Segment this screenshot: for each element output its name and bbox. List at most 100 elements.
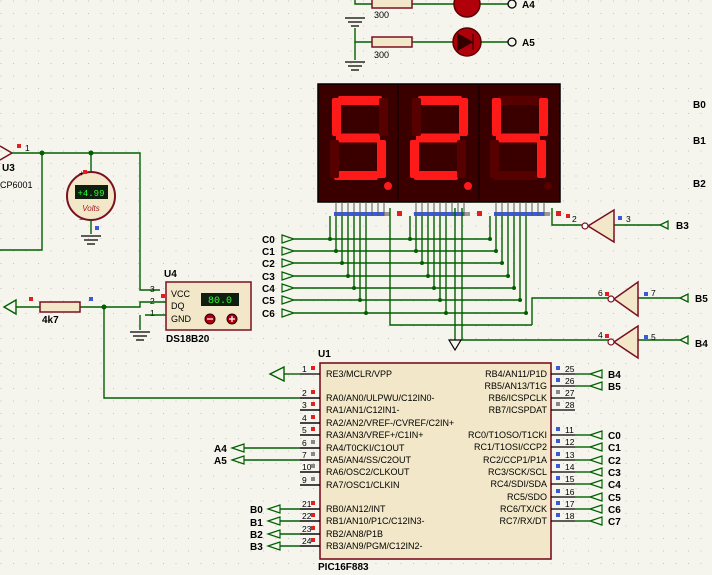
pullup-resistor[interactable]: 4k7 — [2, 297, 300, 399]
u1-left-pin-num: 6 — [302, 438, 307, 448]
inverter-b5[interactable]: 6 7 B5 — [531, 280, 708, 325]
inverter-b3-symbol — [586, 208, 615, 244]
net-label-b1: B1 — [250, 518, 263, 529]
digit1-segment-f — [332, 98, 341, 136]
net-label-a4: A4 — [214, 444, 227, 455]
segment-arrow-icon — [281, 283, 296, 293]
inverter-b4-out-pin: 4 — [598, 330, 603, 340]
u1-left-pin-num: 10 — [302, 462, 312, 472]
segment-arrow-icon — [281, 258, 296, 268]
u1-right-pin-name: RC5/SDO — [507, 492, 547, 502]
inverter-b3-out-pin: 2 — [572, 214, 577, 224]
u1-right-pin-num: 14 — [565, 462, 575, 472]
inverter-b3[interactable]: 2 3 B3 — [551, 208, 689, 244]
net-label-c7: C7 — [608, 517, 621, 528]
digit3-segment-c — [537, 140, 546, 178]
u1-left-pin-num: 4 — [302, 413, 307, 423]
segment-label-c3: C3 — [262, 272, 275, 283]
net-arrow-icon — [588, 467, 603, 477]
resistor-r-top2[interactable] — [371, 36, 413, 48]
u1-left-pin-num: 3 — [302, 400, 307, 410]
resistor-r-top1[interactable] — [371, 0, 413, 9]
net-label-a5: A5 — [214, 456, 227, 467]
net-label-b0: B0 — [250, 505, 263, 516]
net-arrow-icon — [588, 504, 603, 514]
digit1-segment-b — [379, 98, 388, 136]
segment-label-c1: C1 — [262, 247, 275, 258]
u1-right-pin-num: 16 — [565, 487, 575, 497]
net-arrow-icon — [588, 492, 603, 502]
segment-arrow-icon — [281, 308, 296, 318]
terminal-a5 — [507, 37, 517, 47]
u1-left-pin-name: RA1/AN1/C12IN1- — [326, 405, 400, 415]
net-arrow-icon — [588, 381, 603, 391]
resistor-top2-value: 300 — [374, 50, 389, 60]
diode-symbol-icon — [457, 32, 474, 52]
inverter-b3-in-pin: 3 — [626, 214, 631, 224]
u1-left-pin-name: RA4/T0CKI/C1OUT — [326, 443, 405, 453]
led-a5-label: A5 — [522, 38, 535, 49]
u3-part: CP6001 — [0, 180, 33, 190]
u4-readout: 80.0 — [208, 296, 232, 307]
u1-left-pin-num: 5 — [302, 425, 307, 435]
digit3-segment-g — [496, 133, 540, 143]
u1-right-pin-name: RC4/SDI/SDA — [490, 479, 547, 489]
u1-left-nets: A4 A5 B0 B1 B2 B3 — [214, 444, 263, 553]
edge-label-b1: B1 — [693, 136, 706, 147]
segment-arrow-icon — [281, 234, 296, 244]
u1-left-pin-num: 21 — [302, 499, 312, 509]
u4-ref: U4 — [164, 269, 177, 280]
digit3-segment-a — [498, 96, 542, 105]
segment-inputs[interactable]: C0 C1 C2 C3 C4 C5 C6 — [262, 216, 528, 320]
svg-text:+: + — [79, 169, 84, 178]
led-a5-branch[interactable]: 300 A5 — [345, 27, 535, 71]
u4-pin-vcc: VCC — [171, 289, 191, 299]
net-arrow-icon — [588, 479, 603, 489]
u1-right-pin-name: RB5/AN13/T1G — [484, 381, 547, 391]
u1-right-pin-num: 12 — [565, 437, 575, 447]
inverter-b4-label: B4 — [695, 339, 708, 350]
u3-ref: U3 — [2, 163, 15, 174]
net-arrow-icon — [588, 455, 603, 465]
digit1-segment-c — [377, 140, 386, 178]
bus-arrow-icon — [447, 339, 463, 352]
u1-ref: U1 — [318, 349, 331, 360]
u1-right-pin-name: RB4/AN11/P1D — [485, 369, 547, 379]
u1-right-pin-num: 15 — [565, 474, 575, 484]
net-arrow-icon — [588, 516, 603, 526]
inverter-b3-label: B3 — [676, 221, 689, 232]
u4-pin-num-2: 2 — [150, 296, 155, 306]
u3-component[interactable]: U3 CP6001 1 — [0, 143, 160, 291]
u4-sensor[interactable]: U4 VCC DQ GND 3 2 1 80.0 DS18B20 — [130, 269, 252, 345]
digit1-common-wire — [389, 208, 532, 326]
led-a4-branch[interactable]: 300 A4 — [345, 0, 535, 27]
segment-label-c2: C2 — [262, 259, 275, 270]
u1-right-pin-num: 25 — [565, 364, 575, 374]
segment-label-c4: C4 — [262, 284, 275, 295]
u1-right-pin-name: RC1/T1OSI/CCP2 — [474, 442, 547, 452]
seven-segment-display[interactable]: 5 2 4 — [317, 83, 561, 216]
voltmeter[interactable]: +4.99 Volts + − — [66, 169, 116, 245]
u1-right-pin-name: RC6/TX/CK — [500, 504, 547, 514]
net-arrow-icon — [588, 430, 603, 440]
voltmeter-unit: Volts — [82, 204, 100, 213]
ground-icon — [345, 17, 365, 27]
u1-left-pin-name: RA5/AN4/SS/C2OUT — [326, 455, 412, 465]
u1-left-pin-name: RA6/OSC2/CLKOUT — [326, 467, 410, 477]
led-a4[interactable] — [453, 0, 481, 18]
u1-right-pin-name: RB7/ICSPDAT — [489, 405, 548, 415]
inverter-b4[interactable]: 4 5 B4 — [461, 208, 708, 360]
net-label-c5: C5 — [608, 493, 621, 504]
u1-right-pin-num: 11 — [565, 425, 574, 435]
resistor-4k7 — [39, 301, 81, 313]
u4-pin-num-3: 3 — [150, 284, 155, 294]
digit2-segment-g — [416, 133, 460, 143]
digit2-segment-a — [418, 96, 462, 105]
u1-left-pin-num: 2 — [302, 388, 307, 398]
u1-left-pin-name: RB3/AN9/PGM/C12IN2- — [326, 541, 423, 551]
net-label-c6: C6 — [608, 505, 621, 516]
u1-right-pin-name: RC7/RX/DT — [499, 516, 547, 526]
u1-left-pin-num: 7 — [302, 450, 307, 460]
